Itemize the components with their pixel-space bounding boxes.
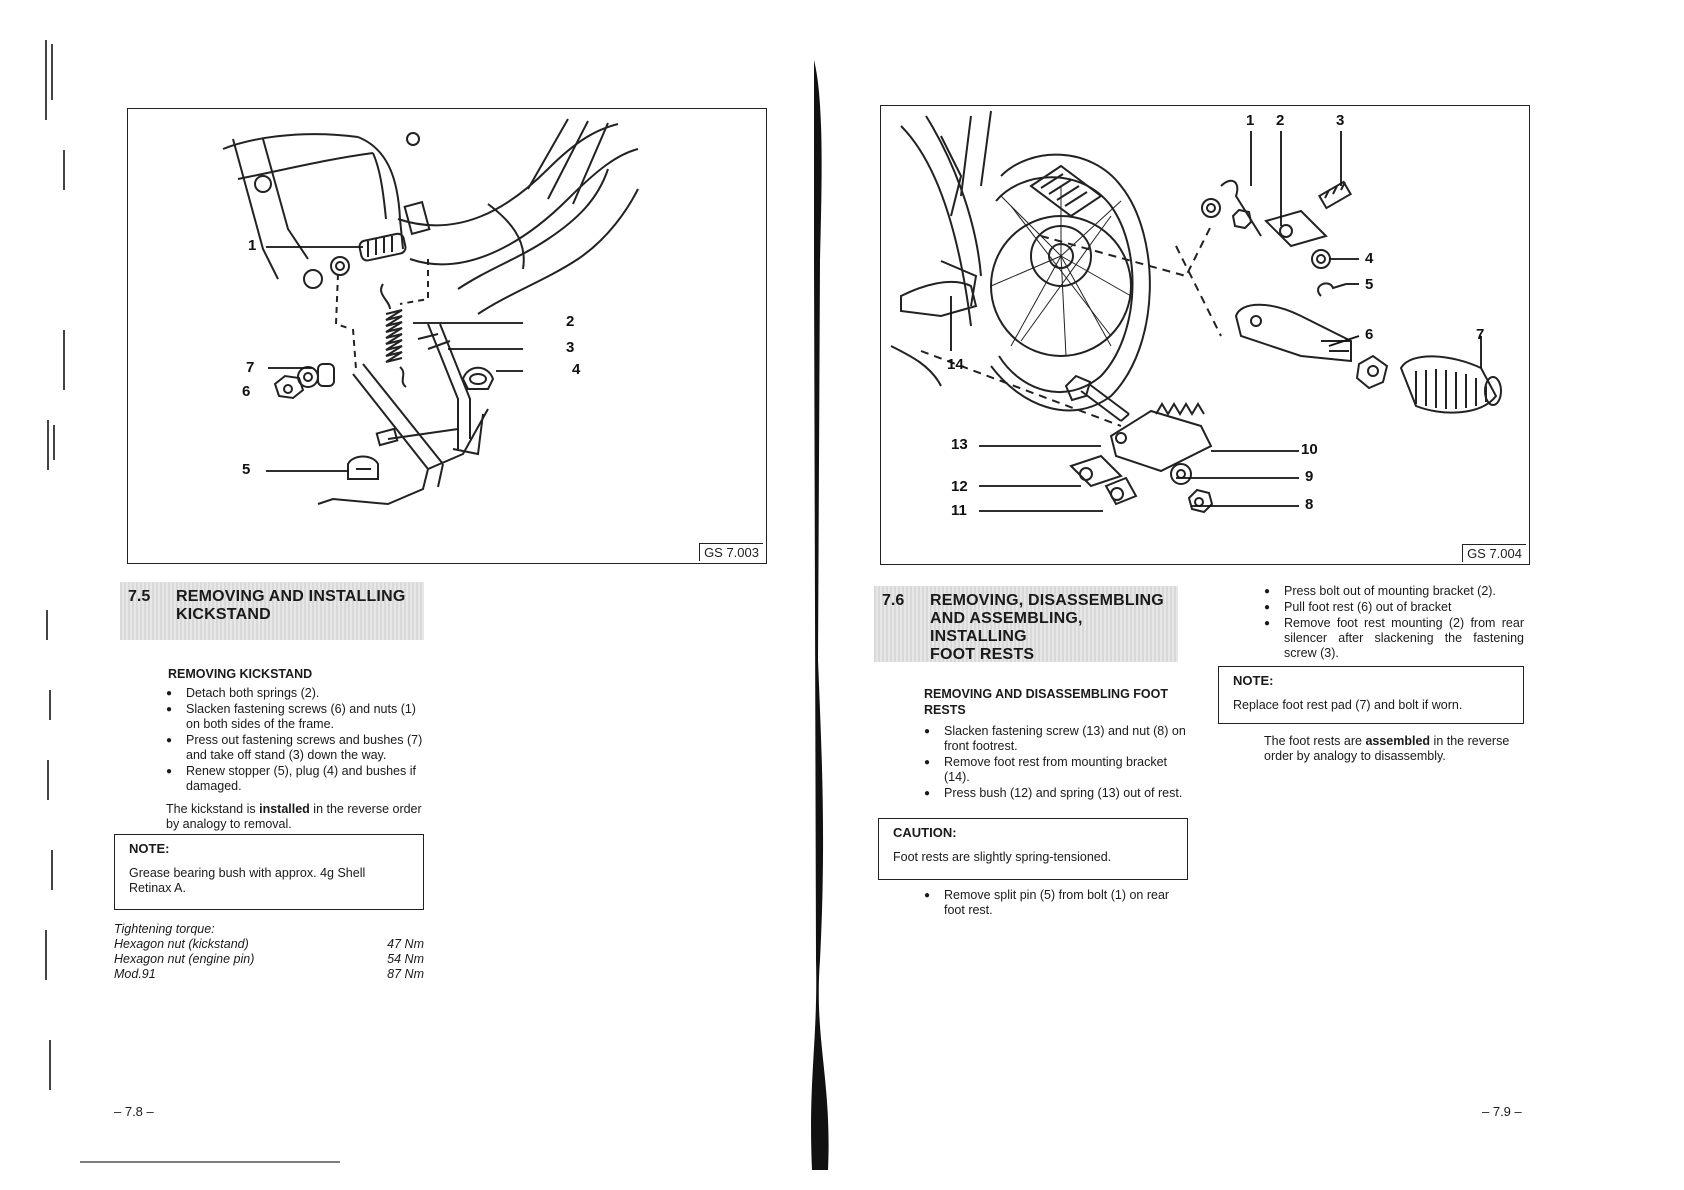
torque-heading: Tightening torque:: [114, 922, 215, 936]
torque-label: Hexagon nut (kickstand): [114, 937, 249, 951]
foot-rest-figure: 1 2 3 4 5 6 7 8 9 10 11 12 13 14 GS 7.00…: [880, 105, 1530, 565]
callout-2: 2: [1276, 112, 1285, 129]
section-title-line1: REMOVING, DISASSEMBLING: [930, 592, 1164, 609]
note-box: NOTE: Replace foot rest pad (7) and bolt…: [1218, 666, 1524, 724]
page-number-right: – 7.9 –: [1482, 1104, 1522, 1119]
figure-code: GS 7.004: [1462, 544, 1526, 562]
disassembly-steps-continued: Remove split pin (5) from bolt (1) on re…: [924, 888, 1188, 919]
caution-box: CAUTION: Foot rests are slightly spring-…: [878, 818, 1188, 880]
assemble-text-pre: The foot rests are: [1264, 734, 1366, 748]
subheading-line2: RESTS: [924, 703, 966, 717]
install-text-post: in the reverse order by analogy to remov…: [166, 802, 422, 831]
torque-value: 47 Nm: [387, 937, 424, 951]
assemble-text-bold: assembled: [1365, 734, 1431, 748]
callout-8: 8: [1305, 496, 1314, 513]
note-heading: NOTE:: [129, 841, 170, 856]
assemble-paragraph: The foot rests are assembled in the reve…: [1264, 734, 1526, 764]
subheading: REMOVING KICKSTAND: [168, 667, 313, 681]
foot-rest-exploded-diagram: [890, 110, 1502, 514]
subheading-line1: REMOVING AND DISASSEMBLING FOOT: [924, 687, 1168, 701]
section-title-line3: FOOT RESTS: [930, 646, 1035, 663]
callout-12: 12: [951, 478, 968, 495]
book-binding-shadow: [811, 60, 829, 1170]
callout-4: 4: [572, 361, 581, 378]
callout-7: 7: [246, 359, 255, 376]
callout-6: 6: [242, 383, 251, 400]
callout-11: 11: [951, 502, 967, 519]
callout-10: 10: [1301, 441, 1318, 458]
callout-14: 14: [947, 356, 964, 373]
callout-2: 2: [566, 313, 575, 330]
list-item: Slacken fastening screws (6) and nuts (1…: [166, 702, 430, 732]
list-item: Detach both springs (2).: [166, 686, 430, 701]
list-item: Remove foot rest mounting (2) from rear …: [1264, 616, 1524, 661]
callout-5: 5: [1365, 276, 1374, 293]
disassembly-steps-col2: Press bolt out of mounting bracket (2). …: [1264, 584, 1524, 662]
install-text-bold: installed: [259, 802, 310, 816]
disassembly-steps: Slacken fastening screw (13) and nut (8)…: [924, 724, 1188, 802]
callout-1: 1: [1246, 112, 1255, 129]
callout-1: 1: [248, 237, 257, 254]
torque-value: 87 Nm: [387, 967, 424, 981]
install-text-pre: The kickstand is: [166, 802, 260, 816]
torque-row: Hexagon nut (kickstand) 47 Nm: [114, 937, 424, 952]
list-item: Press bolt out of mounting bracket (2).: [1264, 584, 1524, 599]
list-item: Remove split pin (5) from bolt (1) on re…: [924, 888, 1188, 918]
note-text: Replace foot rest pad (7) and bolt if wo…: [1233, 698, 1463, 712]
figure-code: GS 7.003: [699, 543, 763, 561]
section-title-line1: REMOVING AND INSTALLING: [176, 588, 406, 605]
torque-table: Tightening torque: Hexagon nut (kickstan…: [114, 922, 424, 982]
torque-row: Mod.91 87 Nm: [114, 967, 424, 982]
page-number-left: – 7.8 –: [114, 1104, 154, 1119]
torque-label: Mod.91: [114, 967, 156, 981]
kickstand-figure: 1 2 3 4 5 6 7 GS 7.003: [127, 108, 767, 564]
list-item: Remove foot rest from mounting bracket (…: [924, 755, 1188, 785]
list-item: Renew stopper (5), plug (4) and bushes i…: [166, 764, 430, 794]
callout-3: 3: [566, 339, 575, 356]
section-number: 7.5: [128, 588, 151, 605]
removal-steps: Detach both springs (2). Slacken fasteni…: [166, 686, 430, 795]
torque-label: Hexagon nut (engine pin): [114, 952, 255, 966]
callout-13: 13: [951, 436, 968, 453]
list-item: Slacken fastening screw (13) and nut (8)…: [924, 724, 1188, 754]
list-item: Press out fastening screws and bushes (7…: [166, 733, 430, 763]
section-heading: 7.6 REMOVING, DISASSEMBLING AND ASSEMBLI…: [874, 586, 1178, 663]
torque-value: 54 Nm: [387, 952, 424, 966]
section-number: 7.6: [882, 592, 905, 609]
callout-7: 7: [1476, 326, 1485, 343]
list-item: Pull foot rest (6) out of bracket: [1264, 600, 1524, 615]
caution-text: Foot rests are slightly spring-tensioned…: [893, 850, 1112, 864]
callout-4: 4: [1365, 250, 1374, 267]
callout-5: 5: [242, 461, 251, 478]
callout-3: 3: [1336, 112, 1345, 129]
callout-6: 6: [1365, 326, 1374, 343]
subheading: REMOVING AND DISASSEMBLING FOOT RESTS: [924, 686, 1194, 718]
note-text: Grease bearing bush with approx. 4g Shel…: [129, 866, 366, 895]
torque-row: Hexagon nut (engine pin) 54 Nm: [114, 952, 424, 967]
note-box: NOTE: Grease bearing bush with approx. 4…: [114, 834, 424, 910]
list-item: Press bush (12) and spring (13) out of r…: [924, 786, 1188, 801]
install-paragraph: The kickstand is installed in the revers…: [166, 802, 430, 832]
caution-heading: CAUTION:: [893, 825, 957, 840]
section-heading: 7.5 REMOVING AND INSTALLING KICKSTAND: [120, 582, 424, 640]
note-heading: NOTE:: [1233, 673, 1274, 688]
kickstand-exploded-diagram: [222, 118, 639, 506]
section-title-line2: KICKSTAND: [176, 606, 271, 623]
section-title-line2: AND ASSEMBLING, INSTALLING: [930, 610, 1083, 645]
assemble-text-post: in the reverse order by analogy to disas…: [1264, 734, 1510, 763]
callout-9: 9: [1305, 468, 1314, 485]
